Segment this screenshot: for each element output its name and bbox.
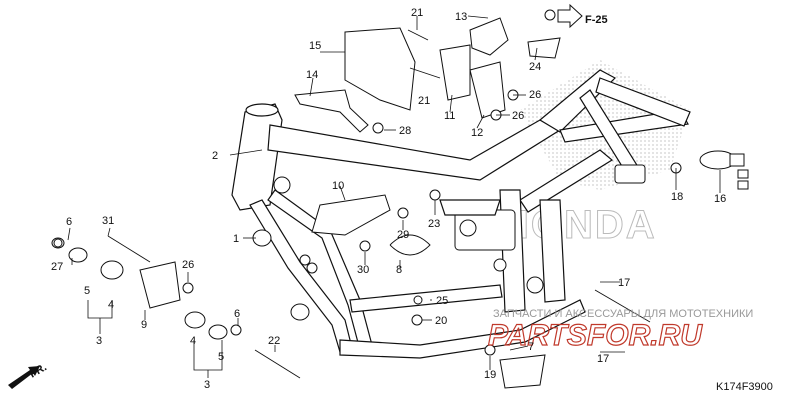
callout-10: 10: [332, 180, 344, 192]
bracket-11: [439, 44, 471, 101]
honda-watermark: HONDA: [500, 203, 657, 247]
callout-5: 5: [84, 285, 90, 297]
nut-27: [53, 238, 63, 248]
callout-31: 31: [102, 215, 114, 227]
nut-6b: [230, 324, 242, 336]
callout-25: 25: [436, 295, 448, 307]
callout-28: 28: [399, 125, 411, 137]
callout-numbers: 1 2 3 3 4 4 5 5 6 6 7 8 9 10 11 12 13 14…: [51, 7, 726, 391]
bracket-7: [499, 354, 546, 389]
callout-3: 3: [96, 335, 102, 347]
bolt-22: [254, 349, 301, 379]
leader-lines: [67, 3, 721, 378]
callout-3: 3: [204, 379, 210, 391]
bolt-head-29: [397, 207, 409, 219]
callout-19: 19: [484, 369, 496, 381]
callout-6: 6: [66, 216, 72, 228]
stay-24: [527, 37, 561, 59]
bracket-12: [469, 61, 506, 119]
bolt-head-25: [413, 295, 423, 305]
callout-7: 7: [528, 341, 534, 353]
mount-bracket-9: [139, 261, 181, 309]
callout-6: 6: [234, 308, 240, 320]
section-reference: F-25: [585, 14, 608, 26]
callout-21: 21: [411, 7, 423, 19]
callout-12: 12: [471, 127, 483, 139]
callout-23: 23: [428, 218, 440, 230]
stay-14: [294, 89, 369, 133]
callout-26: 26: [182, 259, 194, 271]
seat-lock-16: [699, 150, 749, 190]
callout-16: 16: [714, 193, 726, 205]
callout-4: 4: [108, 299, 114, 311]
callout-26: 26: [512, 110, 524, 122]
collar-1b: [290, 303, 310, 321]
callout-26: 26: [529, 89, 541, 101]
callout-2: 2: [212, 150, 218, 162]
bolt-head-23: [429, 189, 441, 201]
bolt-17: [594, 289, 651, 323]
callout-1: 1: [233, 233, 239, 245]
spring-8: [389, 234, 431, 256]
main-frame: [231, 69, 691, 359]
bolt-head-20: [411, 314, 423, 326]
bolt-head-28: [372, 122, 384, 134]
bolt-21b: [409, 67, 441, 79]
callout-21: 21: [418, 95, 430, 107]
callout-14: 14: [306, 69, 318, 81]
front-label: FR.: [28, 361, 49, 380]
bracket-10: [311, 194, 391, 236]
callout-27: 27: [51, 261, 63, 273]
bushing-set-right: [184, 311, 228, 340]
bolt-31: [107, 235, 151, 263]
bolt-head-30: [359, 240, 371, 252]
callout-17: 17: [597, 353, 609, 365]
nut-26c: [182, 282, 194, 294]
callout-8: 8: [396, 264, 402, 276]
callout-18: 18: [671, 191, 683, 203]
callout-29: 29: [397, 229, 409, 241]
diagram-code: K174F3900: [716, 381, 773, 393]
bracket-plate-15: [344, 27, 416, 111]
bracket-13: [469, 17, 509, 56]
callout-24: 24: [529, 61, 541, 73]
callout-15: 15: [309, 40, 321, 52]
watermark-logo: PARTSFOR.RU: [488, 319, 703, 352]
watermark-caption: ЗАПЧАСТИ И АКСЕССУАРЫ ДЛЯ МОТОТЕХНИКИ: [493, 308, 753, 320]
callout-30: 30: [357, 264, 369, 276]
bolt-head-19: [484, 344, 496, 356]
callout-9: 9: [141, 319, 147, 331]
callout-4: 4: [190, 335, 196, 347]
callout-5: 5: [218, 351, 224, 363]
callout-20: 20: [435, 315, 447, 327]
clip-f25: [544, 9, 556, 21]
callout-11: 11: [444, 110, 455, 122]
callout-17: 17: [618, 277, 630, 289]
callout-13: 13: [455, 11, 467, 23]
bolt-21: [407, 29, 429, 41]
callout-22: 22: [268, 335, 280, 347]
front-direction-arrow: FR.: [8, 361, 49, 389]
